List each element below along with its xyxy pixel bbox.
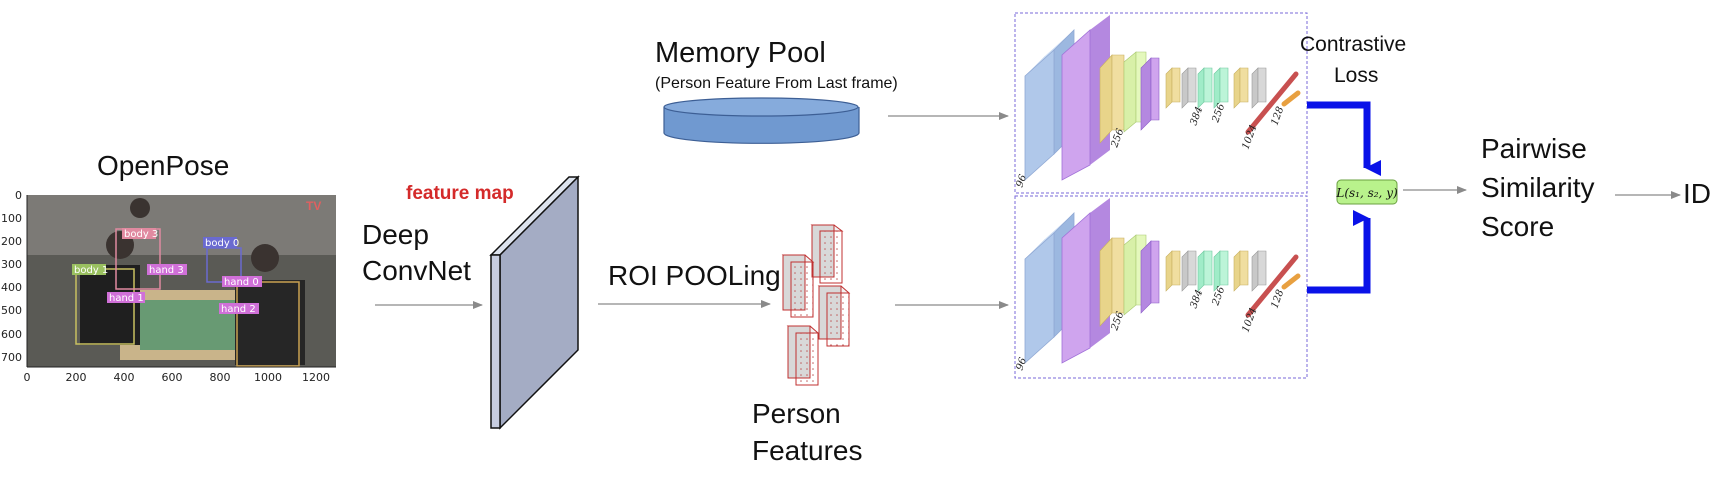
y-tick: 0	[15, 189, 22, 202]
id-label: ID	[1683, 178, 1711, 209]
feature-map-label: feature map	[406, 183, 514, 204]
blue-arrow-top	[1307, 101, 1381, 176]
y-tick: 100	[1, 212, 22, 225]
convnet-label: ConvNet	[362, 255, 471, 286]
det-label-body3: body 3	[124, 229, 158, 240]
openpose-detection-image: body 3 body 0 body 1 hand 3 hand 1 hand …	[1, 189, 336, 384]
det-label-hand3: hand 3	[149, 265, 184, 276]
score-label: Score	[1481, 211, 1555, 242]
layer-size-384: 384	[1188, 288, 1205, 310]
layer-size-96: 96	[1014, 356, 1029, 372]
loss-formula: L(s₁, s₂, y)	[1335, 186, 1398, 200]
y-tick: 700	[1, 351, 22, 364]
loss-label: Loss	[1334, 64, 1379, 87]
feature-block	[817, 285, 851, 347]
layer-size-128: 128	[1269, 288, 1286, 310]
blue-arrow-bottom	[1307, 210, 1371, 294]
y-tick: 200	[1, 235, 22, 248]
det-label-hand1: hand 1	[109, 293, 144, 304]
feature-block	[781, 254, 815, 318]
feature-block	[810, 224, 844, 284]
person-feature-blocks	[781, 224, 851, 386]
y-tick: 300	[1, 258, 22, 271]
memory-pool-cylinder	[663, 97, 860, 144]
x-tick: 800	[210, 371, 231, 384]
y-tick: 400	[1, 281, 22, 294]
feature-block	[786, 325, 820, 386]
loss-function-box	[1336, 179, 1398, 205]
x-tick: 1000	[254, 371, 282, 384]
deep-label: Deep	[362, 219, 429, 250]
memory-pool-label: Memory Pool	[655, 37, 826, 69]
x-tick: 1200	[302, 371, 330, 384]
features-label: Features	[752, 435, 863, 466]
roi-pooling-label: ROI POOLing	[608, 260, 781, 291]
x-tick: 400	[114, 371, 135, 384]
det-label-hand0: hand 0	[224, 277, 259, 288]
feature-map-slab	[489, 175, 580, 430]
layer-size-256b: 256	[1210, 285, 1227, 308]
y-tick: 500	[1, 304, 22, 317]
det-label-body1: body 1	[74, 265, 108, 276]
det-label-body0: body 0	[205, 238, 239, 249]
contrastive-label: Contrastive	[1300, 33, 1407, 56]
x-tick: 600	[162, 371, 183, 384]
layer-size-1024: 1024	[1240, 306, 1259, 334]
layer-size-128: 128	[1269, 105, 1286, 127]
layer-size-1024: 1024	[1240, 123, 1259, 151]
x-tick: 200	[66, 371, 87, 384]
watermark: TV	[306, 199, 321, 213]
pairwise-label: Pairwise	[1481, 133, 1587, 164]
cnn-network-top: 96 256 384 256 1024 128	[1014, 12, 1308, 194]
cnn-network-bottom: 96 256 384 256 1024 128	[1014, 195, 1308, 379]
similarity-label: Similarity	[1481, 172, 1595, 203]
person-label: Person	[752, 398, 841, 429]
memory-pool-subtitle: (Person Feature From Last frame)	[655, 75, 898, 92]
det-label-hand2: hand 2	[221, 304, 256, 315]
layer-size-96: 96	[1014, 173, 1029, 189]
x-tick: 0	[24, 371, 31, 384]
layer-size-256b: 256	[1210, 102, 1227, 125]
openpose-label: OpenPose	[97, 150, 230, 181]
y-tick: 600	[1, 328, 22, 341]
layer-size-384: 384	[1188, 105, 1205, 127]
